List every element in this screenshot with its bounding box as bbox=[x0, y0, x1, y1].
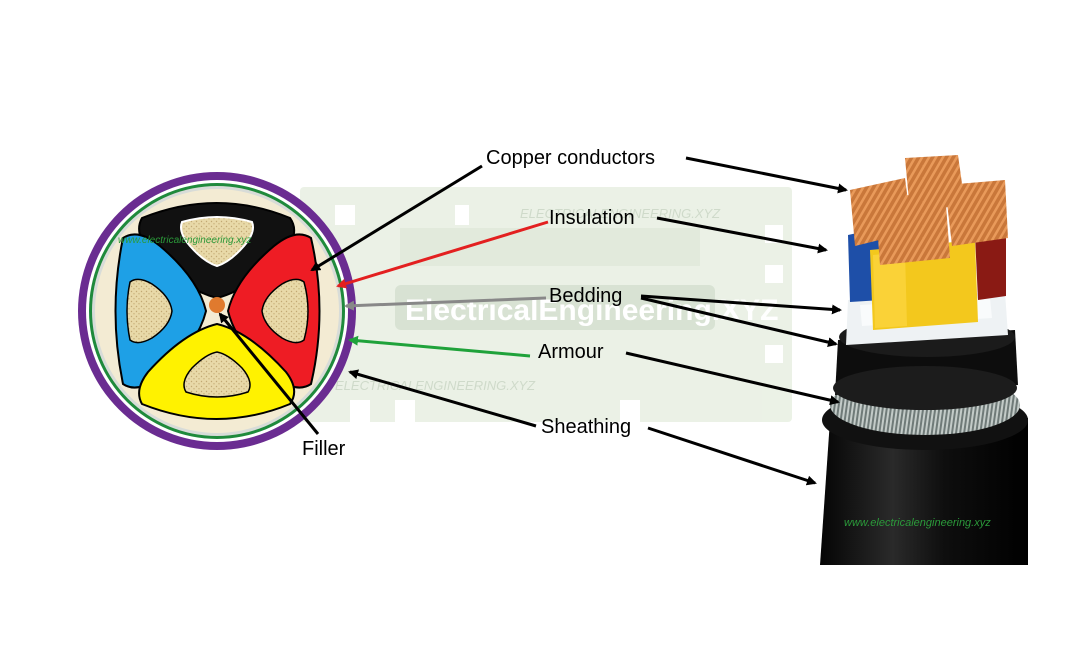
copper-conductor-4 bbox=[875, 192, 950, 265]
arrow-armour-left bbox=[348, 335, 531, 358]
cable-outer-sheath bbox=[820, 418, 1028, 565]
cable-cross-section: www.electricalengineering.xyz bbox=[78, 172, 356, 450]
core-red-photo bbox=[975, 228, 1006, 300]
watermark-small-bottom: ELECTRICALENGINEERING.XYZ bbox=[335, 378, 536, 393]
arrow-bedding-right-1 bbox=[640, 294, 842, 315]
arrow-sheathing-right bbox=[647, 426, 817, 486]
arrow-copper-left bbox=[310, 164, 483, 272]
label-filler: Filler bbox=[302, 438, 346, 460]
arrow-armour-right bbox=[625, 351, 840, 406]
arrow-copper-right bbox=[685, 156, 848, 194]
arrow-sheathing-left bbox=[348, 369, 537, 428]
cable-photo: www.electricalengineering.xyz bbox=[820, 155, 1028, 565]
watermark-left: www.electricalengineering.xyz bbox=[118, 235, 251, 246]
watermark-logo-text: ElectricalEngineering.XYZ bbox=[405, 294, 778, 327]
center-watermark: ElectricalEngineering.XYZ ELECTRICALENGI… bbox=[300, 187, 792, 422]
label-arrows bbox=[218, 156, 848, 486]
conductor-red-core bbox=[261, 278, 309, 344]
label-sheathing: Sheathing bbox=[541, 416, 631, 438]
labels: Copper conductors Insulation Bedding Arm… bbox=[302, 147, 655, 460]
label-bedding: Bedding bbox=[549, 285, 622, 307]
arrow-filler bbox=[218, 312, 320, 435]
filler-center bbox=[209, 297, 225, 313]
watermark-small-top: ELECTRICALENGINEERING.XYZ bbox=[520, 206, 721, 221]
copper-conductor-3 bbox=[945, 180, 1008, 246]
label-insulation: Insulation bbox=[549, 207, 635, 229]
arrow-insulation-right bbox=[656, 216, 828, 254]
conductor-black-core bbox=[180, 216, 254, 268]
conductor-blue-core bbox=[126, 278, 173, 344]
label-copper-conductors: Copper conductors bbox=[486, 147, 655, 169]
arrow-bedding-left bbox=[344, 296, 547, 311]
arrow-insulation-left bbox=[336, 220, 549, 289]
conductor-yellow-core bbox=[183, 351, 251, 398]
watermark-right: www.electricalengineering.xyz bbox=[844, 517, 991, 529]
arrow-bedding-right-2 bbox=[640, 296, 838, 348]
label-armour: Armour bbox=[538, 341, 604, 363]
